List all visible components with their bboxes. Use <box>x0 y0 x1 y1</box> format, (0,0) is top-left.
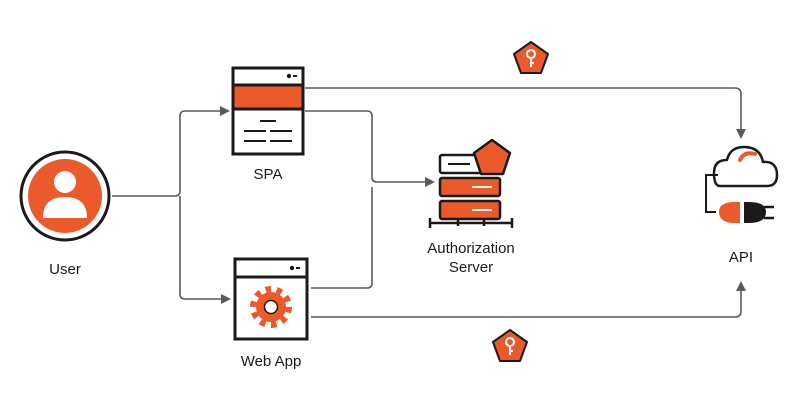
web-app-label: Web App <box>240 353 302 370</box>
auth-server-label-line1: Authorization <box>427 240 515 257</box>
key-pentagon-icon <box>513 41 549 74</box>
connector-spa-api <box>305 87 746 139</box>
spa-label: SPA <box>253 166 283 183</box>
gear-icon <box>250 286 292 328</box>
api-label: API <box>728 249 754 266</box>
connector-spa-auth <box>305 110 435 187</box>
cloud-plug-icon <box>705 145 779 223</box>
user-label: User <box>49 261 81 278</box>
browser-window-icon <box>231 66 305 156</box>
gear-window-icon <box>233 257 309 341</box>
shield-pentagon-icon <box>472 138 512 176</box>
auth-server-label-line2: Server <box>448 259 494 276</box>
key-pentagon-icon <box>492 329 528 362</box>
connector-user-spa <box>112 106 230 197</box>
connector-webapp-api <box>311 281 746 318</box>
user-avatar-icon <box>19 150 111 242</box>
connectors <box>112 87 746 318</box>
plug-icon <box>719 202 774 223</box>
connector-user-webapp <box>179 196 231 304</box>
connector-webapp-auth <box>311 187 373 289</box>
server-stack-icon <box>428 138 514 228</box>
